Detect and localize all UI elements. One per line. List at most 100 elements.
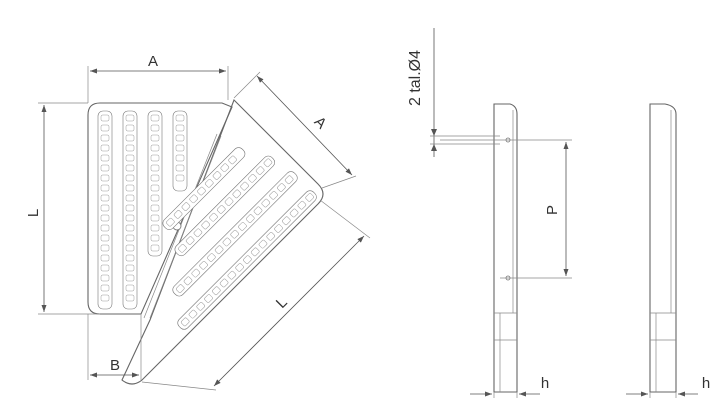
slot-pad	[297, 200, 307, 210]
dim-ext-l-diag-1	[319, 199, 371, 239]
dim-label-b: B	[110, 357, 120, 374]
hole-note-label: 2 tal.Ø4	[407, 50, 424, 106]
slot-pad	[277, 183, 286, 192]
slot-pad	[204, 294, 213, 303]
rotated-plate-outline	[121, 99, 324, 385]
slot-pad	[125, 164, 135, 172]
slot-pad	[150, 124, 160, 132]
slot-pad	[175, 134, 185, 142]
hole-diameter-arrow-top	[431, 129, 437, 136]
slot-pad	[274, 224, 283, 233]
slot-pad	[175, 174, 185, 182]
slot-pad	[100, 264, 110, 272]
slot-pad	[100, 164, 110, 172]
slot-pad	[100, 244, 110, 252]
side-profile-outline	[493, 103, 518, 393]
slot-pad	[176, 284, 185, 293]
slot-pad	[125, 274, 135, 282]
hole-marker-top	[505, 137, 511, 143]
slot-pad	[125, 254, 135, 262]
slot-pad	[150, 174, 160, 182]
slot-pad	[220, 163, 230, 172]
slot-pad	[181, 202, 191, 211]
dim-label-l-diag: L	[273, 294, 291, 312]
slot-pad	[125, 134, 135, 142]
slot-pad	[150, 154, 160, 162]
slot-pad	[175, 144, 185, 152]
slot-pad	[125, 124, 135, 132]
slot-pad	[197, 186, 206, 196]
hinge-line-inner	[149, 135, 222, 319]
slot-pad	[185, 236, 195, 245]
slot-pad	[100, 254, 110, 262]
slot-pad	[191, 268, 201, 278]
slot-pad	[246, 214, 255, 223]
slot-pad	[189, 194, 198, 204]
slot-pad	[150, 234, 160, 242]
dim-ext-a-diag-2	[321, 175, 357, 189]
slot-pad	[125, 234, 135, 242]
slot-pad	[100, 114, 110, 122]
slot	[147, 110, 163, 257]
slot-pad	[150, 244, 160, 252]
slot-pad	[150, 164, 160, 172]
slot-pad	[125, 114, 135, 122]
slot-pad	[289, 208, 299, 218]
dim-label-h-left: h	[541, 375, 549, 392]
slot-pad	[100, 144, 110, 152]
hole-marker-bottom	[505, 275, 511, 281]
dim-label-h-right: h	[702, 375, 710, 392]
slot-pad	[175, 154, 185, 162]
slot-pad	[178, 244, 187, 253]
slot-pad	[232, 189, 242, 199]
vertical-slot-group	[97, 110, 188, 310]
slot-pad	[100, 274, 110, 282]
slot-pad	[166, 217, 175, 227]
dim-label-l-left: L	[25, 209, 42, 217]
dim-line-l-diag	[213, 235, 365, 387]
slot-pad	[150, 114, 160, 122]
slot-pad	[125, 194, 135, 202]
side-view-left: 2 tal.Ø4 P h	[407, 28, 572, 398]
slot-pad	[173, 210, 183, 219]
slot-pad	[240, 181, 249, 191]
slot-pad	[282, 216, 291, 225]
slot-pad	[125, 244, 135, 252]
slot-pad	[269, 191, 278, 200]
slot-pad	[100, 214, 110, 222]
slot-pad	[201, 220, 210, 230]
slot-pad	[125, 224, 135, 232]
slot-pad	[205, 179, 214, 188]
slot-pad	[100, 204, 110, 212]
slot-pad	[100, 234, 110, 242]
dim-label-p: P	[544, 205, 561, 215]
dim-label-a-top: A	[148, 53, 158, 70]
slot-pad	[228, 155, 237, 165]
slot-pad	[188, 309, 198, 319]
slot-pad	[150, 224, 160, 232]
slot-pad	[150, 144, 160, 152]
slot-pad	[100, 284, 110, 292]
slot-pad	[100, 194, 110, 202]
slot-pad	[175, 164, 185, 172]
slot-pad	[100, 154, 110, 162]
slot-pad	[248, 174, 257, 183]
slot-pad	[100, 134, 110, 142]
slot-pad	[125, 284, 135, 292]
slot-pad	[217, 205, 226, 214]
slot-pad	[183, 276, 193, 286]
slot-pad	[150, 204, 160, 212]
slot-pad	[180, 317, 190, 327]
side-view-right: h	[626, 103, 710, 398]
slot-pad	[199, 261, 208, 270]
slot-pad	[224, 197, 234, 206]
slot-pad	[150, 194, 160, 202]
slot-pad	[209, 212, 218, 222]
slot-pad	[207, 253, 216, 262]
slot-pad	[253, 206, 263, 216]
hole-diameter-arrow-bottom	[431, 144, 437, 151]
slot-pad	[175, 124, 185, 132]
slot-pad	[305, 193, 314, 202]
dim-ext-l-diag-2	[141, 381, 217, 391]
